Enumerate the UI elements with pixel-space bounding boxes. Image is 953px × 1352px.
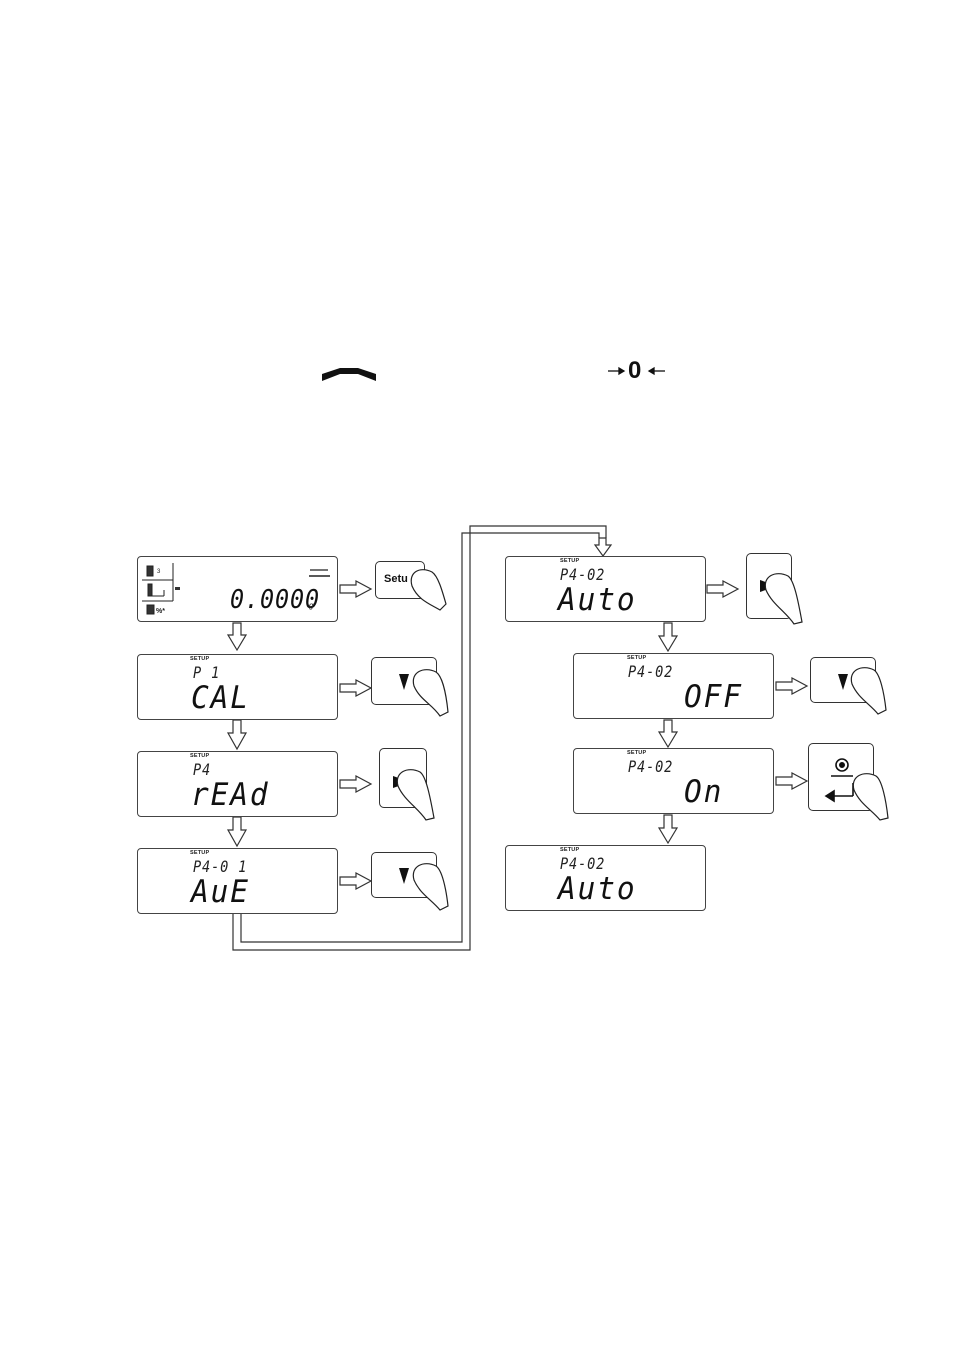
- finger-icon: [851, 668, 886, 714]
- enter-key-icon: [826, 759, 853, 801]
- finger-icons: [397, 570, 888, 910]
- finger-icon: [413, 670, 448, 716]
- finger-icon: [411, 570, 446, 610]
- down-arrow-icon: [399, 868, 409, 884]
- finger-icon: [397, 770, 434, 820]
- down-arrow-icon: [838, 674, 848, 690]
- finger-icon: [413, 864, 448, 910]
- down-arrow-icon: [399, 674, 409, 690]
- finger-icon: [853, 774, 888, 820]
- key-arrows: [393, 580, 848, 884]
- finger-icon: [765, 574, 802, 624]
